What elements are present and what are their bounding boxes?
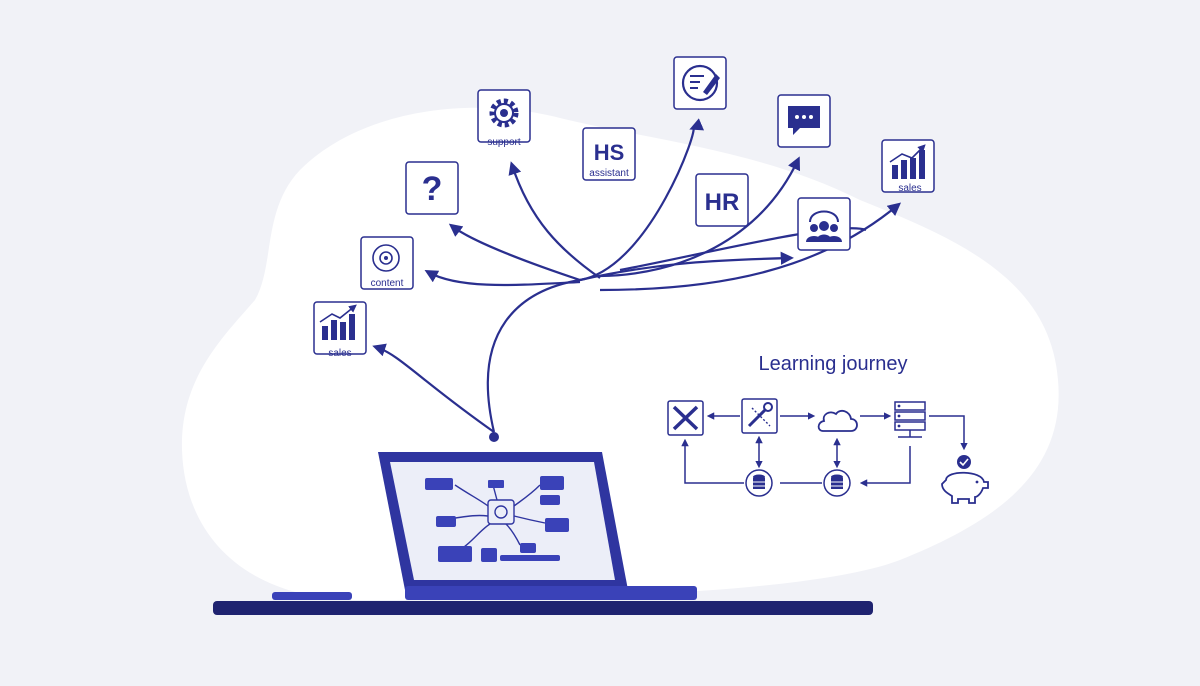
support-gear-icon: support — [477, 89, 531, 148]
icon-label-assistant: assistant — [589, 168, 629, 179]
learning-journey: Learning journey — [667, 353, 989, 504]
icon-label-content: content — [371, 278, 404, 289]
database-icon — [745, 469, 773, 497]
icon-label-sales-2: sales — [898, 183, 921, 194]
hs-assistant-icon: HS assistant — [582, 127, 636, 181]
learning-journey-title: Learning journey — [759, 353, 908, 375]
piggy-bank-icon — [941, 455, 989, 504]
laptop — [378, 452, 697, 600]
wrench-icon — [741, 398, 778, 434]
laptop-screen-diagram — [444, 484, 546, 554]
hr-text: HR — [705, 189, 740, 216]
connector-curves — [372, 118, 902, 433]
origin-dot — [489, 432, 499, 442]
hr-icon: HR — [695, 173, 749, 227]
cloud-icon — [817, 409, 858, 432]
icon-label-support: support — [487, 137, 521, 148]
sales-chart-icon: sales — [313, 301, 367, 359]
database-icon-2 — [823, 469, 851, 497]
edit-document-icon — [673, 56, 727, 110]
server-icon — [894, 401, 926, 438]
chat-bubble-icon — [777, 94, 831, 148]
team-icon — [797, 197, 851, 251]
journey-connectors — [681, 412, 968, 487]
hs-text: HS — [594, 140, 625, 165]
content-target-icon: content — [360, 236, 414, 290]
question-icon: ? — [405, 161, 459, 215]
tools-icon — [667, 400, 704, 436]
sales-growth-icon: sales — [881, 139, 935, 194]
desk-line — [213, 601, 873, 615]
svg-text:?: ? — [422, 170, 443, 208]
icon-label-sales: sales — [328, 348, 351, 359]
desk-shadow — [272, 592, 352, 600]
